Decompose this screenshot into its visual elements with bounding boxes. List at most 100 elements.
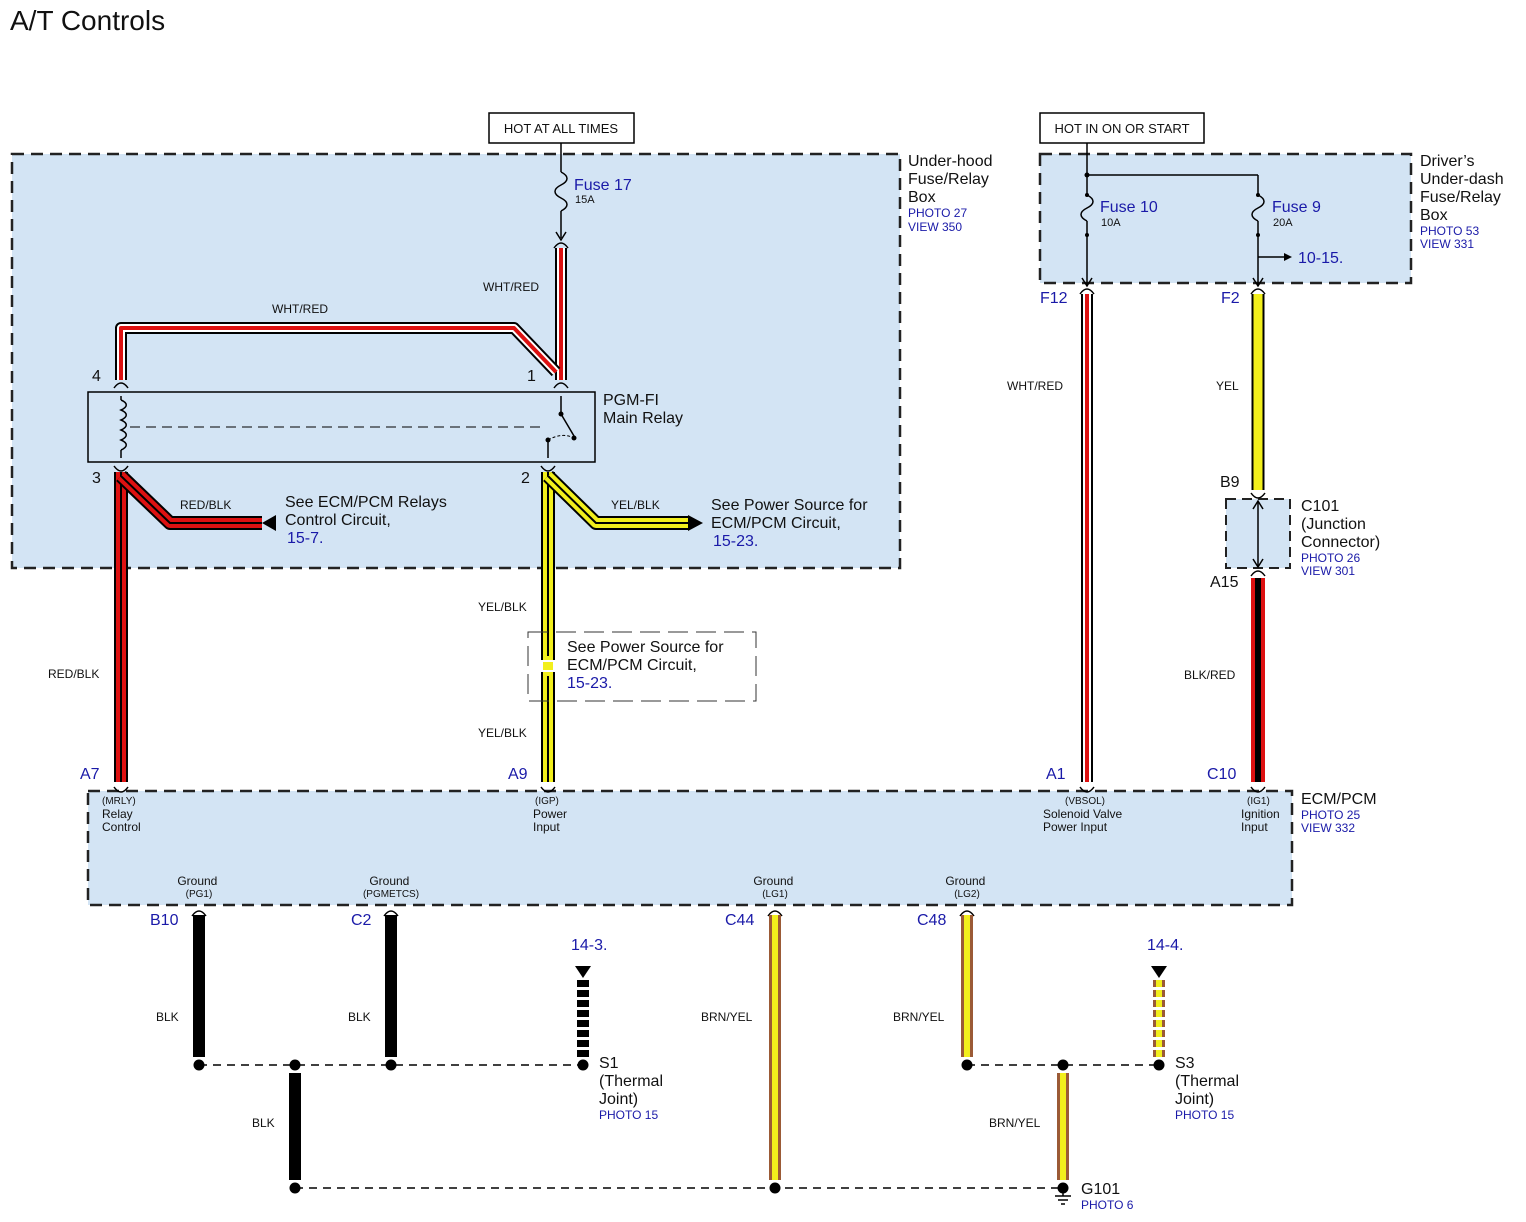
c101-name-line-3: Connector) xyxy=(1301,534,1380,551)
power-source2-ref-line-2: ECM/PCM Circuit, xyxy=(567,657,697,674)
ig1-desc-1: Ignition xyxy=(1241,807,1280,821)
label-yel-blk-branch: YEL/BLK xyxy=(611,498,660,512)
splice-dot-s3-ground xyxy=(1057,1059,1069,1071)
s3-ref-arrow xyxy=(1151,966,1167,978)
s3-name-line-2: (Thermal xyxy=(1175,1073,1239,1090)
marker-pin4 xyxy=(113,382,129,389)
ecm-terminal-igp: (IGP) Power Input xyxy=(533,793,570,834)
marker-pin3 xyxy=(113,465,129,472)
underdash-box-name: Driver’s Under-dash Fuse/Relay Box xyxy=(1420,153,1508,224)
fuse10-rating: 10A xyxy=(1101,217,1121,229)
fuse10-name: Fuse 10 xyxy=(1100,199,1158,216)
relays-control-ref-line-2: Control Circuit, xyxy=(285,512,391,529)
lg1-code: (LG1) xyxy=(762,889,788,900)
s3-photo-link[interactable]: PHOTO 15 xyxy=(1175,1108,1234,1122)
fuse17-name: Fuse 17 xyxy=(574,177,632,194)
fuse9-rating: 20A xyxy=(1273,217,1293,229)
label-brn-yel-g101: BRN/YEL xyxy=(989,1116,1041,1130)
relay-coil-symbol xyxy=(119,399,127,451)
hot-on-start-box xyxy=(1039,112,1205,144)
power-source-ref-box xyxy=(527,631,757,702)
connector-b9: B9 xyxy=(1220,474,1240,491)
label-blk-b10: BLK xyxy=(156,1010,179,1024)
relays-control-ref-link[interactable]: 15-7. xyxy=(287,530,323,547)
ecm-terminal-vbsol: (VBSOL) Solenoid Valve Power Input xyxy=(1043,793,1126,834)
underhood-name-line-1: Under-hood xyxy=(908,153,993,170)
pgmetcs-code: (PGMETCS) xyxy=(363,889,419,900)
s1-photo-link[interactable]: PHOTO 15 xyxy=(599,1108,658,1122)
splice-dot-blk-ground xyxy=(289,1182,301,1194)
splice-dots xyxy=(193,1059,1165,1194)
s1-name-line-2: (Thermal xyxy=(599,1073,663,1090)
label-brn-yel-c44: BRN/YEL xyxy=(701,1010,753,1024)
underhood-name-line-2: Fuse/Relay xyxy=(908,171,989,188)
splice-dot-s1-ground xyxy=(289,1059,301,1071)
page-title: A/T Controls xyxy=(10,5,165,36)
marker-fuse17 xyxy=(553,242,569,249)
fuse9-branch-ref[interactable]: 10-15. xyxy=(1298,250,1343,267)
power-source-ref-link[interactable]: 15-23. xyxy=(713,533,758,550)
c101-name-line-2: (Junction xyxy=(1301,516,1366,533)
label-blk-ground: BLK xyxy=(252,1116,275,1130)
relays-control-ref-text: See ECM/PCM Relays Control Circuit, xyxy=(285,494,451,529)
s1-name-line-1: S1 xyxy=(599,1055,619,1072)
ig1-desc-2: Input xyxy=(1241,820,1268,834)
label-yel-blk-lower: YEL/BLK xyxy=(478,726,527,740)
connector-f12: F12 xyxy=(1040,290,1068,307)
fuse9-symbol xyxy=(1251,194,1265,222)
splice-dot-c48 xyxy=(961,1059,973,1071)
label-brn-yel-c48: BRN/YEL xyxy=(893,1010,945,1024)
underdash-view-link[interactable]: VIEW 331 xyxy=(1420,237,1474,251)
underdash-name-line-1: Driver’s xyxy=(1420,153,1475,170)
underhood-view-link[interactable]: VIEW 350 xyxy=(908,220,962,234)
mrly-desc-1: Relay xyxy=(102,807,133,821)
c101-view-link[interactable]: VIEW 301 xyxy=(1301,564,1355,578)
power-source2-ref-link[interactable]: 15-23. xyxy=(567,675,612,692)
relay-name-line-1: PGM-FI xyxy=(603,392,659,409)
relay-switch-arc xyxy=(547,434,575,441)
pg1-desc: Ground xyxy=(177,874,217,888)
ecm-photo-link[interactable]: PHOTO 25 xyxy=(1301,808,1360,822)
fuse9-name: Fuse 9 xyxy=(1272,199,1321,216)
ecm-terminal-lg1: Ground (LG1) xyxy=(753,874,796,900)
relay-pin-1: 1 xyxy=(527,368,536,385)
marker-b9 xyxy=(1250,492,1266,499)
marker-pin1 xyxy=(553,382,569,389)
fuse10-symbol xyxy=(1080,194,1094,222)
vbsol-code: (VBSOL) xyxy=(1065,796,1105,807)
underdash-name-line-4: Box xyxy=(1420,207,1448,224)
ecm-pin-c44: C44 xyxy=(725,912,754,929)
mrly-desc-2: Control xyxy=(102,820,141,834)
marker-pin2 xyxy=(540,465,556,472)
c101-photo-link[interactable]: PHOTO 26 xyxy=(1301,551,1360,565)
fuse9-top-terminal xyxy=(1256,193,1260,197)
vbsol-desc-1: Solenoid Valve xyxy=(1043,807,1122,821)
g101-name: G101 xyxy=(1081,1181,1120,1198)
marker-c10 xyxy=(1250,786,1266,793)
fuse17-arrow xyxy=(555,231,567,242)
g101-photo-link[interactable]: PHOTO 6 xyxy=(1081,1198,1134,1212)
underhood-fuse-relay-box xyxy=(10,152,902,570)
underhood-box-name: Under-hood Fuse/Relay Box xyxy=(908,153,997,206)
s1-ref-arrow xyxy=(575,966,591,978)
s1-ref-link[interactable]: 14-3. xyxy=(571,937,607,954)
vbsol-desc-2: Power Input xyxy=(1043,820,1108,834)
marker-a15 xyxy=(1250,570,1266,577)
wire-red-blk-branch xyxy=(116,470,262,530)
relay-name-line-2: Main Relay xyxy=(603,410,683,427)
c101-name-line-1: C101 xyxy=(1301,498,1339,515)
ground-symbol-icon xyxy=(1055,1188,1071,1205)
s3-ref-link[interactable]: 14-4. xyxy=(1147,937,1183,954)
label-red-blk-branch: RED/BLK xyxy=(180,498,231,512)
underhood-photo-link[interactable]: PHOTO 27 xyxy=(908,206,967,220)
ecm-view-link[interactable]: VIEW 332 xyxy=(1301,821,1355,835)
relays-control-ref-line-1: See ECM/PCM Relays xyxy=(285,494,447,511)
igp-code: (IGP) xyxy=(535,796,559,807)
underdash-photo-link[interactable]: PHOTO 53 xyxy=(1420,224,1479,238)
ig1-code: (IG1) xyxy=(1247,796,1270,807)
ecm-pin-a7: A7 xyxy=(80,766,100,783)
fuse9-arrow xyxy=(1252,277,1264,288)
underdash-name-line-2: Under-dash xyxy=(1420,171,1504,188)
relay-pin-2: 2 xyxy=(521,470,530,487)
